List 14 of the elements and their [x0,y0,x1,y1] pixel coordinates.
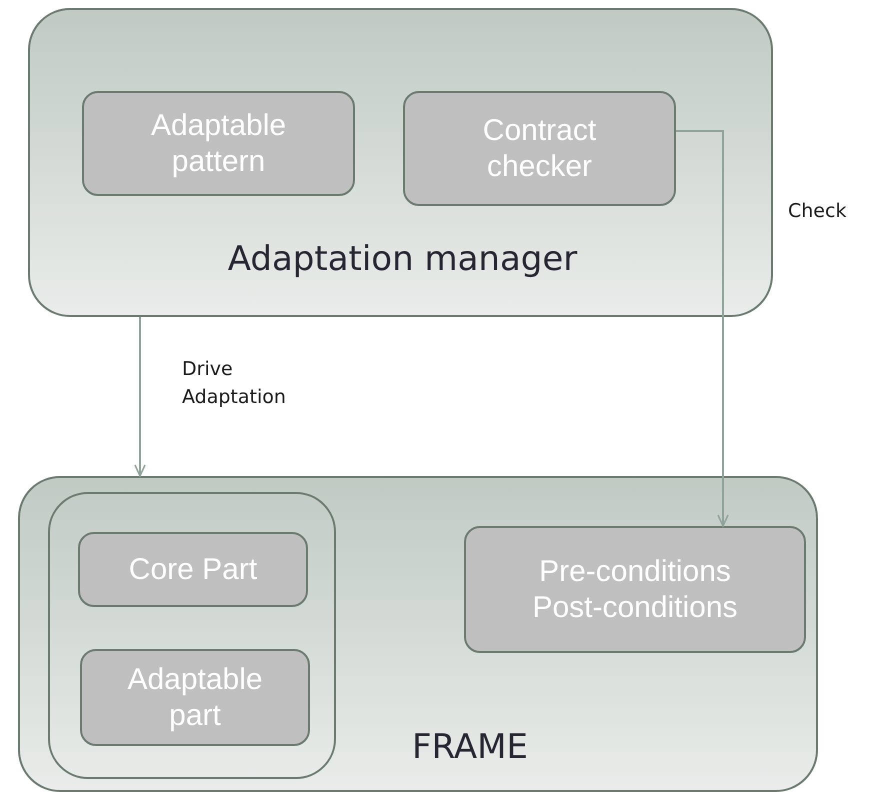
edge-label: Drive Adaptation [182,357,287,410]
container-box [18,476,818,792]
process-box: Adaptable pattern [82,91,355,196]
container-title: Adaptation manager [226,238,578,280]
process-box: Core Part [78,532,308,607]
container-title: FRAME [411,726,529,768]
arrow [676,130,729,527]
process-box: Contract checker [403,91,676,206]
edge-label: Check [788,199,848,224]
process-box: Adaptable part [80,649,310,746]
container-box [28,8,773,317]
arrow [134,317,146,477]
process-box: Pre-conditions Post-conditions [464,526,806,653]
group-box [48,492,336,779]
